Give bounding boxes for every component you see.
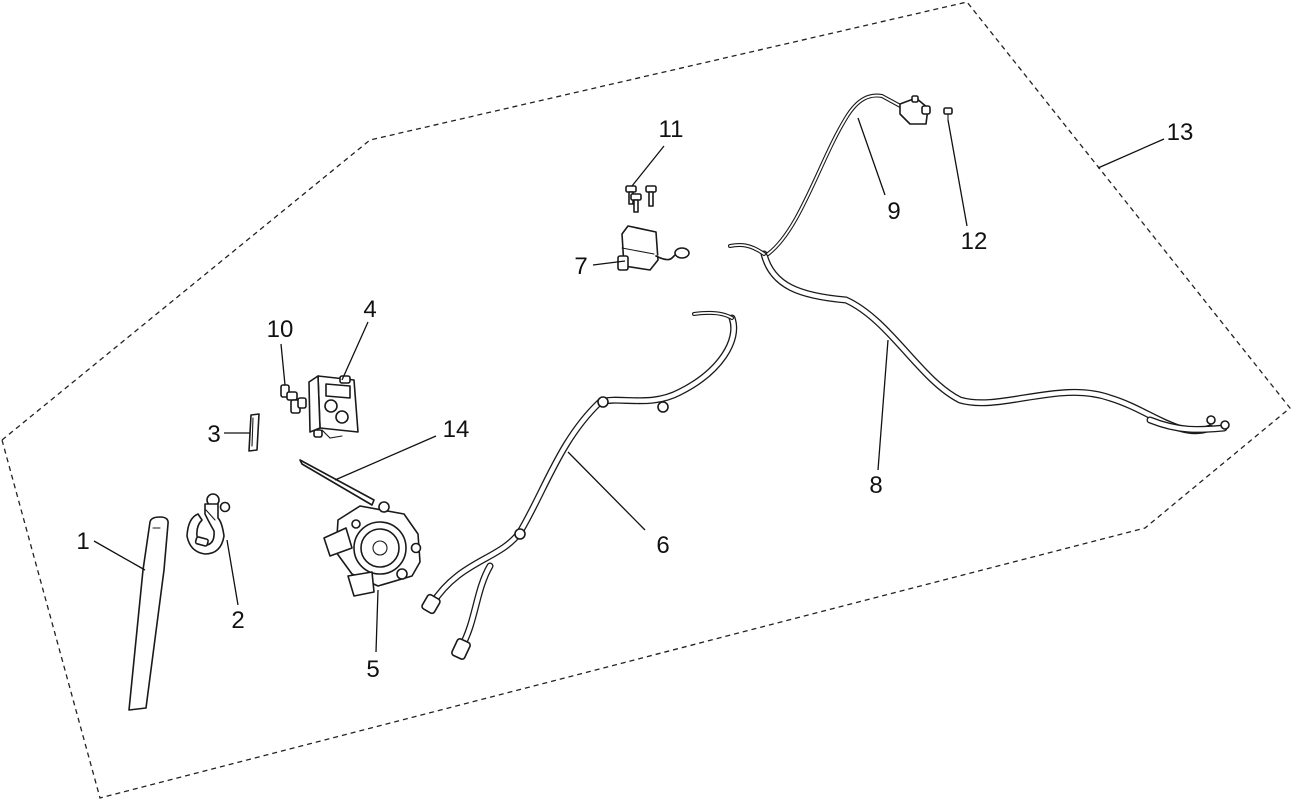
part-10-fasteners (280, 384, 307, 414)
callout-6: 6 (656, 532, 669, 559)
leader-6 (567, 451, 646, 531)
callout-11: 11 (659, 116, 684, 143)
part-9-switch-wire (766, 93, 931, 256)
callout-10: 10 (267, 316, 294, 343)
leader-7 (592, 260, 626, 266)
leader-5 (375, 589, 379, 653)
leader-14 (334, 435, 437, 481)
callout-13: 13 (1167, 119, 1194, 146)
callout-3: 3 (207, 421, 220, 448)
callout-8: 8 (869, 472, 882, 499)
part-4-bracket (308, 375, 359, 439)
part-8-main-harness (728, 243, 1230, 435)
callout-labels: 1 2 3 4 5 6 7 8 9 10 11 12 13 14 (76, 116, 1193, 683)
leader-10 (280, 343, 286, 386)
leader-9 (857, 117, 886, 196)
leader-2 (226, 539, 239, 606)
leader-13 (1097, 138, 1165, 169)
part-3-pin (248, 413, 260, 452)
callout-4: 4 (363, 296, 376, 323)
part-1-strap (128, 516, 169, 711)
callout-2: 2 (231, 607, 244, 634)
part-2-hook (186, 493, 231, 555)
part-5-winch-motor (323, 501, 422, 597)
part-14-rod (299, 459, 375, 506)
leader-4 (341, 321, 369, 381)
leader-12 (947, 119, 968, 227)
callout-9: 9 (887, 198, 900, 225)
leader-11 (631, 145, 665, 187)
leader-8 (877, 339, 889, 471)
part-6-harness (421, 310, 738, 660)
leader-lines (93, 117, 1165, 653)
callout-14: 14 (443, 416, 470, 443)
part-11-bolts (625, 185, 657, 213)
callout-12: 12 (961, 228, 988, 255)
leader-1 (93, 540, 146, 571)
part-12-screw (943, 107, 953, 121)
callout-7: 7 (574, 253, 587, 280)
callout-5: 5 (366, 656, 379, 683)
part-7-control-module (617, 225, 690, 271)
callout-1: 1 (76, 528, 89, 555)
